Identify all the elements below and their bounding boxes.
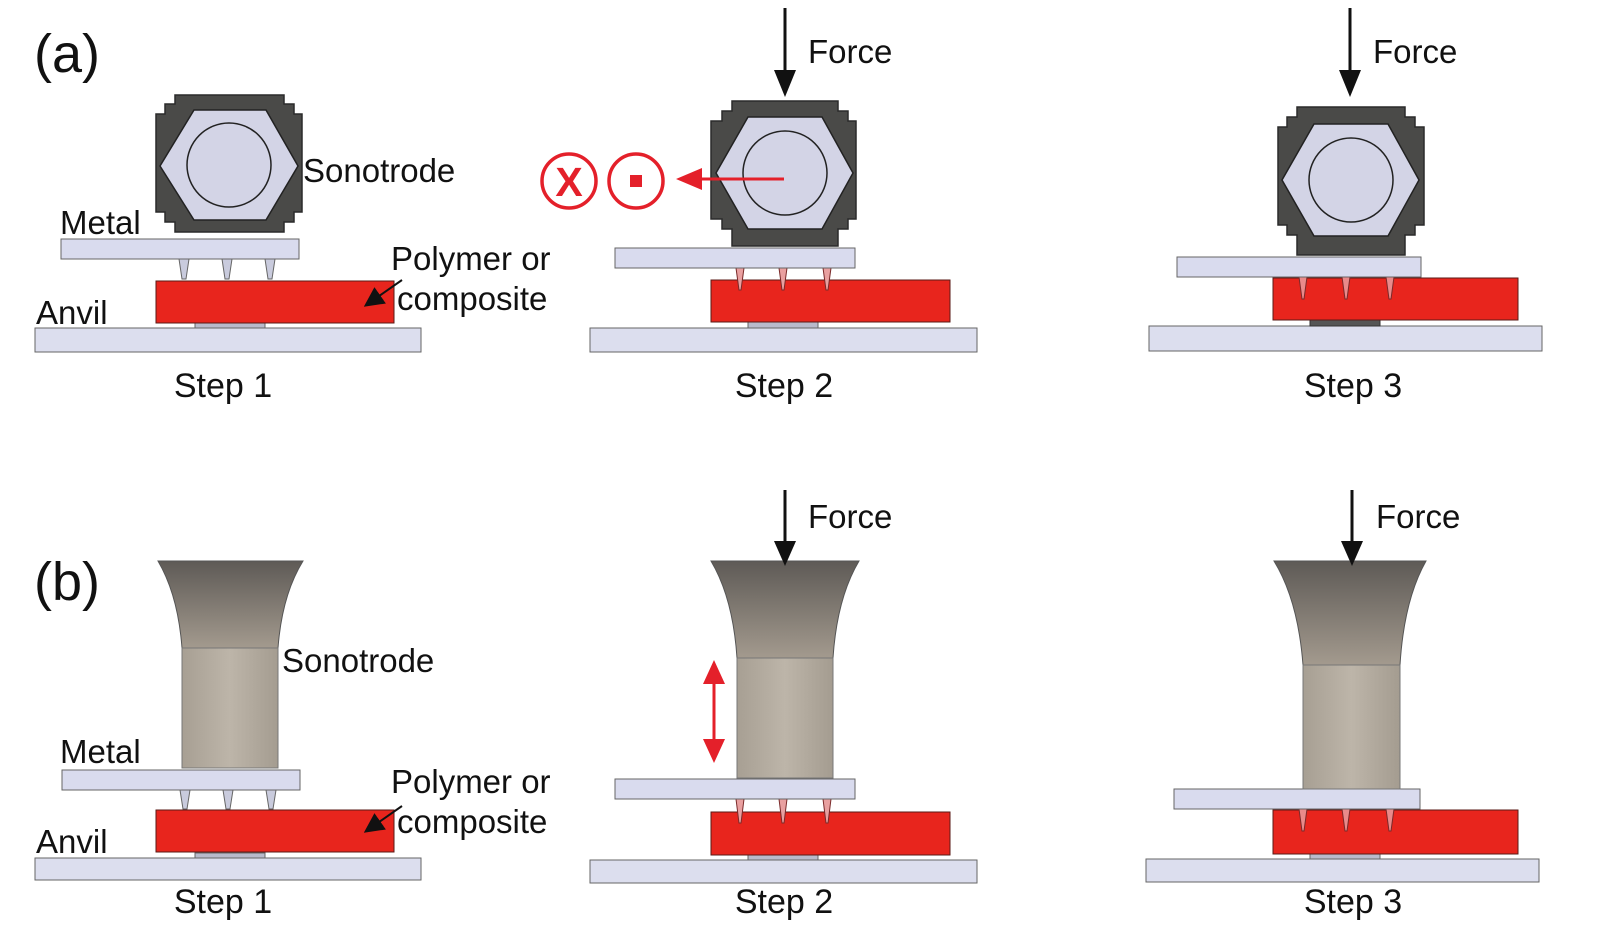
anvil	[34, 857, 422, 881]
anvil	[589, 859, 978, 884]
panel-a-step-3: Force Step 3	[1148, 8, 1543, 405]
step-label: Step 3	[1304, 367, 1402, 405]
polymer-part	[710, 279, 951, 323]
label-polymer-line1: Polymer or	[391, 240, 551, 277]
polymer-part	[710, 811, 951, 856]
step-label: Step 2	[735, 883, 833, 921]
polymer-part	[1272, 809, 1519, 855]
panel-a-letter: (a)	[34, 24, 100, 84]
metal-part	[1176, 256, 1422, 278]
metal-part	[60, 238, 300, 260]
anvil-contact	[747, 321, 819, 329]
anvil	[1148, 325, 1543, 352]
rotary-sonotrode	[710, 100, 857, 247]
panel-b-letter: (b)	[34, 552, 100, 612]
anvil	[1145, 858, 1540, 883]
svg-text:X: X	[555, 159, 582, 205]
force-arrow	[1339, 8, 1361, 97]
rotary-sonotrode	[155, 94, 303, 233]
metal-pins	[179, 789, 277, 810]
polymer-pointer-arrow	[363, 805, 403, 833]
rotary-sonotrode	[1277, 106, 1425, 256]
label-polymer-line2: composite	[397, 803, 547, 840]
embedded-pins	[735, 267, 832, 291]
step-label: Step 3	[1304, 883, 1402, 921]
label-polymer-line1: Polymer or	[391, 763, 551, 800]
label-force: Force	[808, 33, 892, 70]
into-plane-dot-icon	[607, 152, 665, 210]
panel-a-step-2: Force X Step 2	[540, 8, 978, 405]
label-sonotrode: Sonotrode	[303, 152, 455, 189]
label-force: Force	[808, 498, 892, 535]
force-arrow	[1341, 490, 1363, 566]
step-label: Step 2	[735, 367, 833, 405]
anvil-contact	[1309, 319, 1381, 327]
metal-part	[614, 778, 856, 800]
label-force: Force	[1373, 33, 1457, 70]
panel-b-step-3: Force Step 3	[1145, 490, 1540, 921]
polymer-part	[155, 280, 395, 324]
anvil-contact	[1309, 853, 1381, 860]
label-sonotrode: Sonotrode	[282, 642, 434, 679]
vertical-vibration-arrow	[703, 660, 725, 763]
label-anvil: Anvil	[36, 294, 108, 331]
out-of-plane-x-icon: X	[540, 152, 598, 210]
label-polymer-line2: composite	[397, 280, 547, 317]
force-arrow	[774, 8, 796, 97]
panel-a: (a) Sonotrode Metal Polymer or composite…	[34, 8, 1543, 405]
metal-part	[61, 769, 301, 791]
horn-sonotrode	[157, 560, 304, 769]
anvil-contact	[194, 852, 266, 859]
panel-a-step-1: Sonotrode Metal Polymer or composite Anv…	[34, 94, 551, 405]
label-anvil: Anvil	[36, 823, 108, 860]
label-metal: Metal	[60, 204, 141, 241]
panel-b-step-1: Sonotrode Metal Polymer or composite Anv…	[34, 560, 551, 921]
panel-b-step-2: Force Step 2	[589, 490, 978, 921]
label-force: Force	[1376, 498, 1460, 535]
anvil	[589, 327, 978, 353]
metal-part	[614, 247, 856, 269]
metal-part	[1173, 788, 1421, 810]
vibration-arrow	[676, 168, 784, 190]
label-metal: Metal	[60, 733, 141, 770]
anvil	[34, 327, 422, 353]
polymer-pointer-arrow	[363, 279, 403, 307]
step-label: Step 1	[174, 367, 272, 405]
polymer-part	[1272, 277, 1519, 321]
panel-b: (b) Sonotrode Metal Polymer or composite…	[34, 490, 1540, 921]
force-arrow	[774, 490, 796, 566]
horn-sonotrode	[710, 560, 860, 779]
step-label: Step 1	[174, 883, 272, 921]
metal-pins	[178, 258, 276, 280]
anvil-contact	[747, 854, 819, 861]
polymer-part	[155, 809, 395, 853]
horn-sonotrode	[1273, 560, 1427, 790]
